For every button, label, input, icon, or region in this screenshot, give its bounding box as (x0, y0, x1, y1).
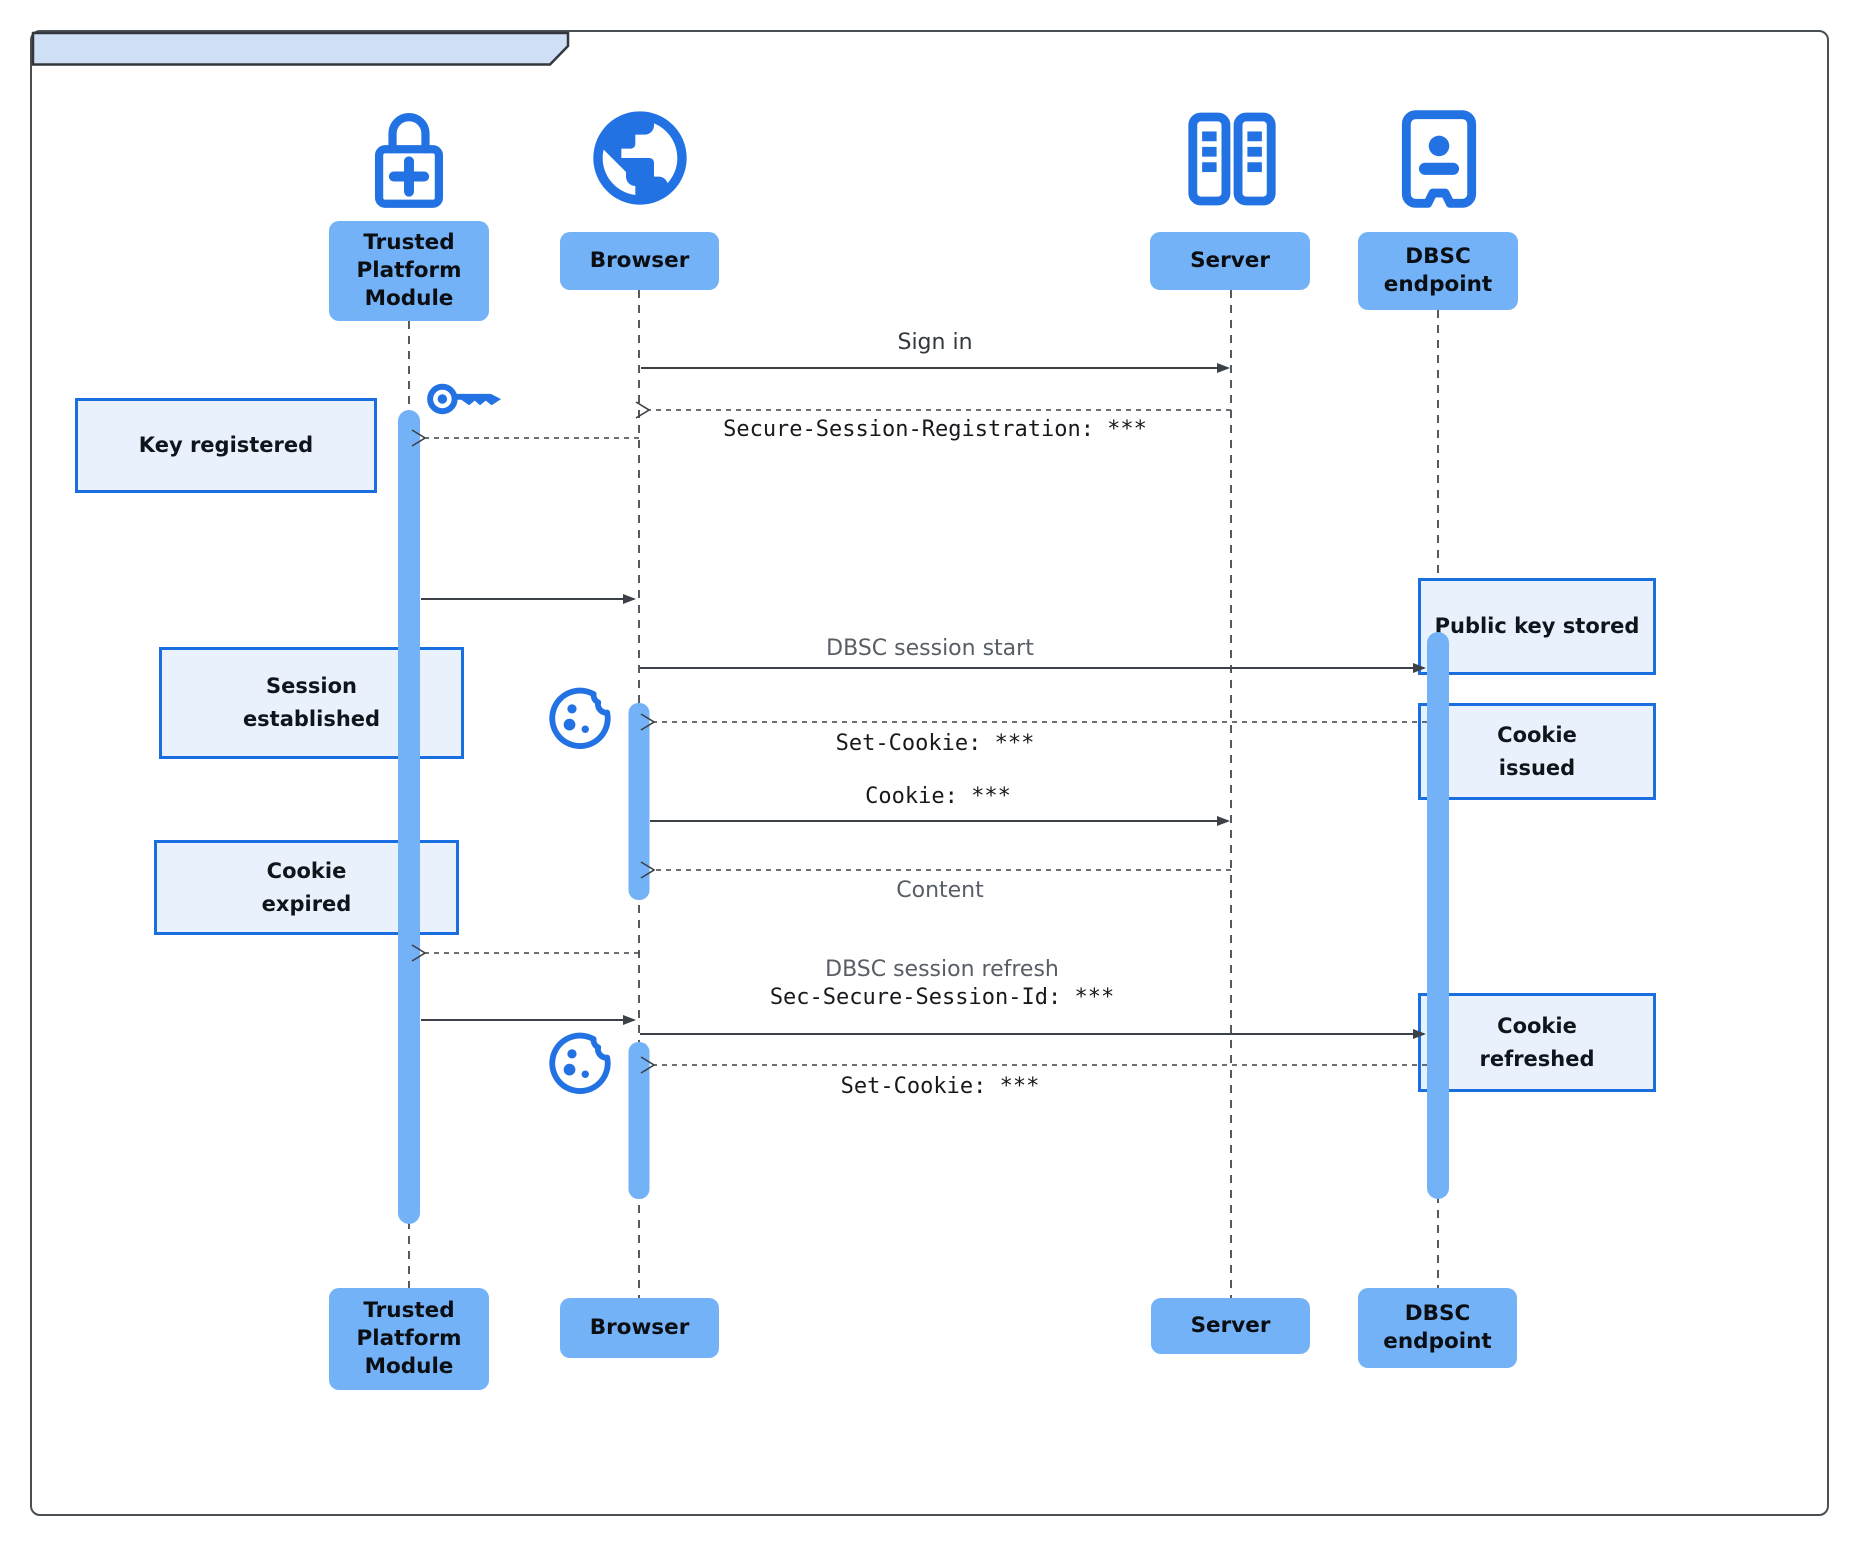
activation-bar-dbsc (1427, 632, 1449, 1199)
activation-bar-tpm (398, 410, 420, 1224)
globe-icon (593, 111, 687, 205)
key-icon (427, 383, 501, 415)
label-set-cookie-1: Set-Cookie: *** (835, 731, 1035, 756)
label-sec-secure-session-id: Sec-Secure-Session-Id: *** (769, 985, 1115, 1010)
lock-plus-icon (374, 113, 444, 208)
actor-top-browser: Browser (560, 232, 719, 290)
label-content: Content (896, 878, 984, 903)
label-set-cookie-2: Set-Cookie: *** (840, 1074, 1040, 1099)
actor-top-server: Server (1150, 232, 1310, 290)
actor-bottom-tpm: Trusted Platform Module (329, 1288, 489, 1390)
note-cookie-refreshed: Cookie refreshed (1418, 993, 1656, 1092)
actor-bottom-server: Server (1151, 1298, 1310, 1354)
label-sign-in: Sign in (897, 330, 973, 355)
cookie-icon (549, 1032, 611, 1094)
diagram-border (30, 30, 1829, 1516)
title-tab (31, 31, 570, 66)
label-dbsc-session-refresh: DBSC session refresh (825, 957, 1059, 982)
note-cookie-issued: Cookie issued (1418, 703, 1656, 800)
server-racks-icon (1188, 112, 1276, 206)
label-dbsc-session-start: DBSC session start (826, 636, 1034, 661)
cookie-icon (549, 687, 611, 749)
activation-bar-browser-1 (628, 703, 650, 900)
actor-bottom-dbsc-endpoint: DBSC endpoint (1358, 1288, 1517, 1368)
note-key-registered: Key registered (75, 398, 377, 493)
actor-top-tpm: Trusted Platform Module (329, 221, 489, 321)
activation-bar-browser-2 (628, 1042, 650, 1199)
label-cookie: Cookie: *** (865, 784, 1011, 809)
actor-top-dbsc-endpoint: DBSC endpoint (1358, 232, 1518, 310)
note-public-key-stored: Public key stored (1418, 578, 1656, 675)
actor-bottom-browser: Browser (560, 1298, 719, 1358)
kiosk-person-icon (1401, 110, 1477, 208)
label-secure-session-registration: Secure-Session-Registration: *** (723, 417, 1147, 442)
